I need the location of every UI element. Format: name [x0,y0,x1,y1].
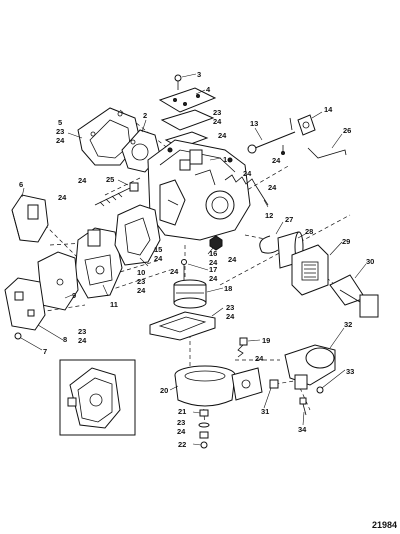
spring-part-12 [224,174,269,206]
callout-5-23: 23 [56,127,64,136]
callout-16-24: 24 [209,258,218,267]
inset-view [59,359,136,436]
callout-1: 1 [223,155,227,164]
float-bowl-part-20 [174,365,263,407]
callout-29: 29 [342,237,350,246]
choke-part-32 [284,344,336,390]
callout-8-24: 24 [78,336,87,345]
filter-cover-part-29 [291,244,329,296]
lever-part-14 [289,114,316,136]
callout-4: 4 [206,85,211,94]
callout-24-jet: 24 [228,255,237,264]
callout-28: 28 [305,227,313,236]
callout-27: 27 [285,215,293,224]
screw-part-7 [14,332,22,340]
callout-labels: 3 4 23 24 24 5 23 24 2 1 13 14 26 24 6 2… [19,70,397,530]
callout-4-24: 24 [213,117,222,126]
callout-24-drain: 24 [177,427,186,436]
callout-20: 20 [160,386,168,395]
callout-22: 22 [178,440,186,449]
cover-plate-part-4 [158,87,217,149]
needle-valve-parts-16-17 [181,235,223,280]
callout-24-spring: 24 [243,169,252,178]
callout-7: 7 [43,347,47,356]
body-part-11 [74,227,123,299]
callout-16: 16 [209,249,217,258]
link-part-26 [307,147,347,159]
bowl-gasket [149,311,216,341]
callout-24-shaft: 24 [272,156,281,165]
plunger-part-30 [329,274,379,318]
float-part-18 [173,279,207,309]
drain-screw-parts-21-22 [198,409,210,449]
callout-30: 30 [366,257,374,266]
callout-2: 2 [143,111,147,120]
clip-part-27 [259,235,279,254]
jet-part-25 [129,182,139,192]
callout-11: 11 [110,300,118,309]
callout-23-gasket: 23 [226,303,234,312]
callout-23-drain: 23 [177,418,185,427]
screw-part-19 [237,337,248,358]
callout-3: 3 [197,70,201,79]
callout-25: 25 [106,175,114,184]
callout-24-housing: 24 [58,193,67,202]
carburetor-body-part-1 [147,139,251,241]
callout-8: 8 [63,335,67,344]
callout-15-24: 24 [154,254,163,263]
callout-15: 15 [154,245,162,254]
callout-9: 9 [72,291,76,300]
callout-leader-lines [20,73,367,446]
callout-5: 5 [58,118,62,127]
callout-24-pin: 24 [170,267,179,276]
callout-4-23: 23 [213,108,221,117]
callout-10: 10 [137,268,145,277]
small-parts-31-33-34 [269,379,324,416]
screw-part-3 [174,74,182,90]
callout-8-23: 23 [78,327,86,336]
callout-12: 12 [265,211,273,220]
gasket-part-9 [37,251,79,311]
callout-32: 32 [344,320,352,329]
callout-24-top: 24 [218,131,227,140]
callout-18: 18 [224,284,232,293]
callout-24-screw: 24 [255,354,264,363]
figure-number: 21984 [372,520,397,530]
callout-13: 13 [250,119,258,128]
callout-24-needle: 24 [78,176,87,185]
callout-34: 34 [298,425,307,434]
cover-part-8 [4,277,46,331]
callout-24-body: 24 [268,183,277,192]
callout-10-24: 24 [137,286,146,295]
callout-6: 6 [19,180,23,189]
shaft-part-13 [247,131,296,155]
callout-21: 21 [178,407,186,416]
callout-26: 26 [343,126,351,135]
callout-31: 31 [261,407,269,416]
callout-33: 33 [346,367,354,376]
gasket-part-10 [114,204,161,266]
callout-14: 14 [324,105,333,114]
callout-10-23: 23 [137,277,145,286]
callout-19: 19 [262,336,270,345]
callout-17: 17 [209,265,217,274]
needle-screw [94,187,131,207]
housing-part-6 [11,194,49,243]
callout-24-gasket: 24 [226,312,235,321]
callout-5-24: 24 [56,136,65,145]
callout-17-24: 24 [209,274,218,283]
